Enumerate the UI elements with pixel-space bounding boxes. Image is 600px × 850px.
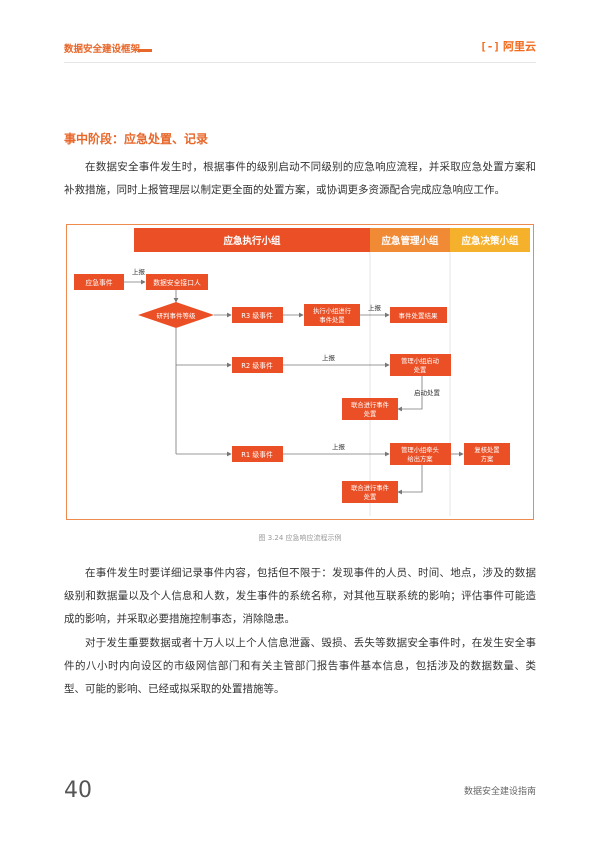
node-r2 [232, 357, 283, 373]
node-report-event-label: 应急事件 [85, 278, 112, 287]
lane-header-mgmt [370, 228, 450, 252]
footer-doc-title: 数据安全建设指南 [463, 787, 536, 797]
page-number: 40 [64, 778, 92, 803]
node-mgmt-lead [390, 443, 451, 465]
paragraph-2: 在事件发生时要详细记录事件内容，包括但不限于：发现事件的人员、时间、地点，涉及的… [64, 567, 536, 625]
page-header: 数据安全建设框架 [-] 阿里云 [64, 38, 536, 60]
node-judge-level [138, 302, 214, 328]
node-r2-label: R2 级事件 [241, 361, 273, 370]
node-judge-level-label: 研判事件等级 [157, 311, 197, 320]
logo-mark-icon: [-] [480, 39, 500, 53]
node-exec-handle [304, 304, 360, 326]
paragraph-1: 在数据安全事件发生时，根据事件的级别启动不同级别的应急响应流程，并采取应急处置方… [64, 161, 536, 196]
label-report-up-4: 上报 [332, 442, 346, 451]
node-joint-handle-2 [342, 481, 398, 503]
node-joint-handle-1 [342, 398, 398, 420]
flowchart-frame [66, 224, 534, 520]
node-security-contact [146, 274, 208, 290]
header-title: 数据安全建设框架 [64, 44, 141, 55]
label-report-up-3: 上报 [322, 353, 336, 362]
emergency-response-flowchart: 应急执行小组 应急管理小组 应急决策小组 上报 上报 上报 启动处置 上报 应急… [74, 228, 530, 516]
label-report-up-2: 上报 [368, 303, 382, 312]
lane-header-exec [134, 228, 370, 252]
node-mgmt-lead-line1: 管理小组牵头 [401, 445, 439, 454]
node-review-plan [464, 443, 510, 465]
lane-header-decision [450, 228, 530, 252]
node-r3 [232, 307, 283, 323]
node-r1 [232, 446, 283, 462]
lane-label-mgmt: 应急管理小组 [381, 235, 439, 247]
header-divider [64, 62, 536, 63]
node-handle-result-label: 事件处置结果 [399, 311, 439, 320]
label-report-up-1: 上报 [132, 267, 146, 276]
node-joint-handle-1-line1: 联合进行事件 [351, 400, 389, 409]
node-report-event [74, 274, 124, 290]
node-mgmt-start-line1: 管理小组启动 [401, 356, 439, 365]
paragraph-3: 对于发生重要数据或者十万人以上个人信息泄露、毁损、丢失等数据安全事件时，在发生安… [64, 637, 536, 695]
node-r1-label: R1 级事件 [241, 450, 273, 459]
node-joint-handle-2-line1: 联合进行事件 [351, 483, 389, 492]
connector-mgmt-to-joint-1 [397, 376, 423, 412]
label-start-handle: 启动处置 [414, 388, 441, 397]
lane-label-exec: 应急执行小组 [223, 235, 281, 247]
logo-text: 阿里云 [503, 40, 536, 53]
node-review-plan-line1: 复核处置 [474, 445, 499, 454]
node-handle-result [390, 307, 447, 323]
node-security-contact-label: 数据安全接口人 [153, 278, 201, 287]
node-exec-handle-line2: 事件处置 [319, 315, 344, 324]
node-joint-handle-2-line2: 处置 [364, 492, 377, 501]
lane-label-decision: 应急决策小组 [461, 235, 519, 247]
node-joint-handle-1-line2: 处置 [364, 409, 377, 418]
figure-caption: 图 3.24 应急响应流程示例 [258, 534, 342, 542]
node-mgmt-start-line2: 处置 [414, 365, 427, 374]
header-accent-bar [138, 49, 152, 52]
section-title: 事中阶段：应急处置、记录 [64, 132, 209, 146]
connector-lead-to-joint-2 [397, 465, 423, 495]
node-mgmt-lead-line2: 给出方案 [407, 454, 433, 463]
node-exec-handle-line1: 执行小组进行 [313, 306, 351, 315]
aliyun-logo: [-] 阿里云 [480, 38, 536, 54]
node-r3-label: R3 级事件 [241, 311, 273, 320]
node-review-plan-line2: 方案 [481, 454, 494, 463]
node-mgmt-start [390, 354, 451, 376]
